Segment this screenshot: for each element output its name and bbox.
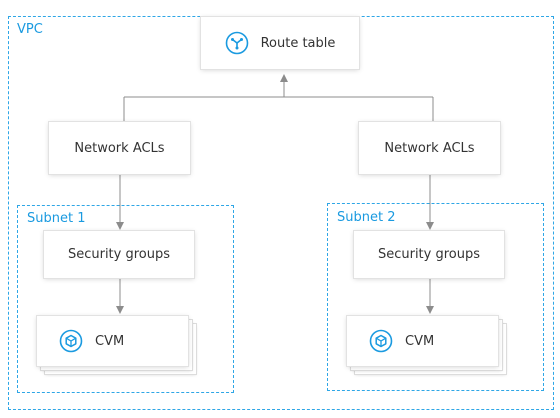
route-icon: [225, 31, 249, 55]
cvm-node-1: CVM: [37, 316, 188, 366]
subnet-label-1: Subnet 1: [27, 211, 86, 226]
security-groups-node-1: Security groups: [44, 231, 194, 278]
network-acl-node-1: Network ACLs: [49, 122, 190, 174]
subnet-frame-2: [327, 203, 544, 391]
security-groups-label-1: Security groups: [67, 247, 171, 262]
cvm-icon: [59, 329, 83, 353]
vpc-frame: [8, 16, 554, 410]
subnet-frame-1: [17, 205, 234, 393]
cvm-label-2: CVM: [405, 333, 435, 349]
network-acl-label-1: Network ACLs: [74, 140, 165, 156]
cvm-icon: [369, 329, 393, 353]
route-table-label: Route table: [260, 35, 336, 51]
vpc-label: VPC: [17, 22, 43, 37]
security-groups-node-2: Security groups: [354, 231, 504, 278]
cvm-node-2: CVM: [347, 316, 498, 366]
network-acl-label-2: Network ACLs: [384, 140, 475, 156]
security-groups-label-2: Security groups: [377, 247, 481, 262]
network-acl-node-2: Network ACLs: [359, 122, 500, 174]
cvm-label-1: CVM: [95, 333, 125, 349]
route-table-node: Route table: [201, 17, 359, 69]
subnet-label-2: Subnet 2: [337, 210, 396, 225]
